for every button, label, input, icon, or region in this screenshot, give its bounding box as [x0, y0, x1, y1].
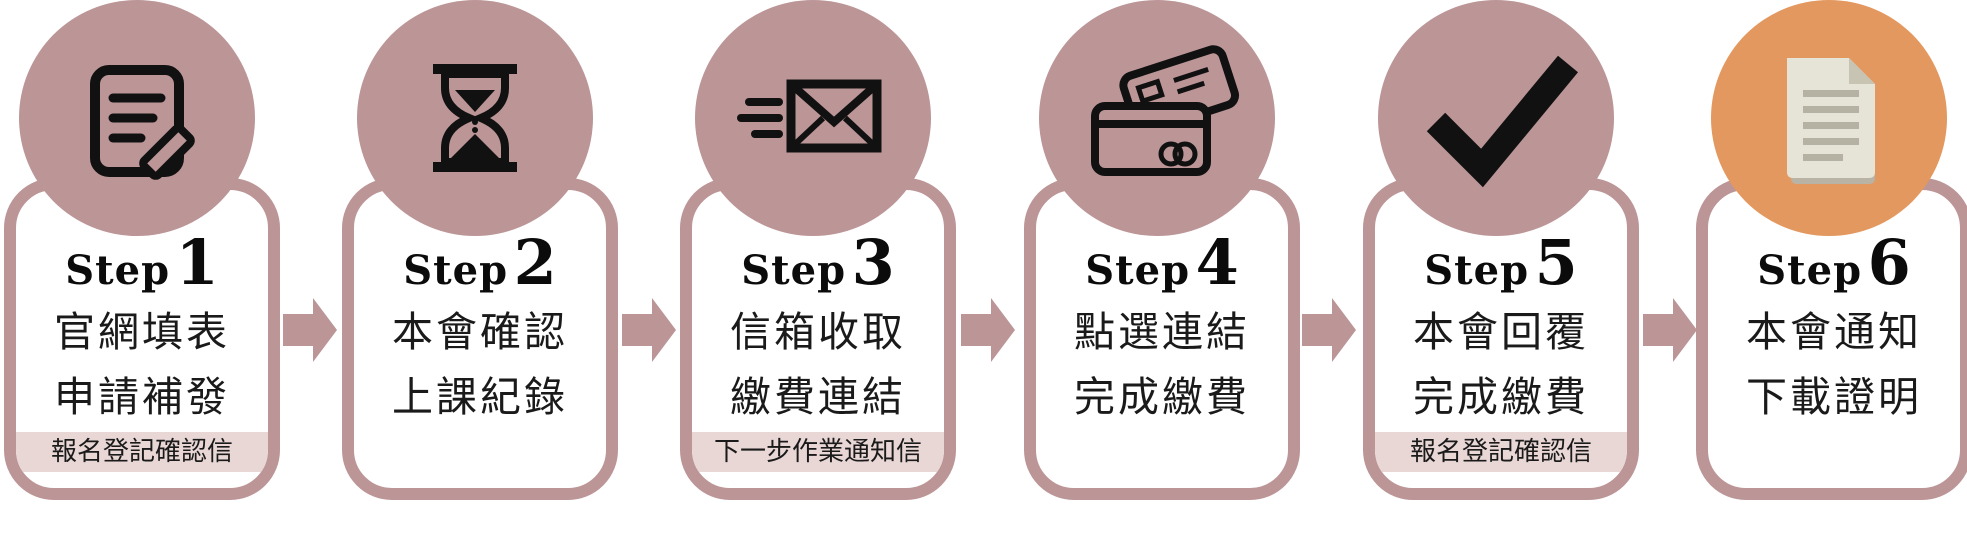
- step-icon-circle: [19, 0, 255, 236]
- arrow-right-icon: [1302, 298, 1356, 362]
- form-pencil-icon: [90, 65, 195, 180]
- step-note: 報名登記確認信: [16, 432, 268, 472]
- step-line-1: 信箱收取: [730, 308, 906, 356]
- document-icon: [1787, 58, 1875, 184]
- step-4: Step 4 點選連結 完成繳費: [1024, 0, 1300, 500]
- step-line-1: 本會通知: [1746, 308, 1922, 356]
- step-icon-circle: [1039, 0, 1275, 236]
- hourglass-icon: [433, 64, 517, 172]
- step-card: 報名登記確認信: [1363, 178, 1639, 500]
- step-line-2: 上課紀錄: [392, 373, 568, 421]
- arrow-right-icon: [1643, 298, 1697, 362]
- checkmark-icon: [1426, 55, 1579, 188]
- step-icon-circle: [695, 0, 931, 236]
- step-line-1: 官網填表: [54, 308, 230, 356]
- step-line-1: 本會確認: [392, 308, 568, 356]
- step-icon-circle: [357, 0, 593, 236]
- credit-card-icon: [1091, 45, 1240, 176]
- step-line-2: 完成繳費: [1413, 373, 1589, 421]
- step-line-2: 完成繳費: [1074, 373, 1250, 421]
- step-line-2: 申請補發: [54, 373, 230, 421]
- step-icon-circle: [1711, 0, 1947, 236]
- step-title: Step 2: [403, 226, 557, 299]
- step-title: Step 4: [1085, 226, 1239, 299]
- step-note: 下一步作業通知信: [692, 432, 944, 472]
- step-line-2: 下載證明: [1746, 373, 1922, 421]
- envelope-icon: [737, 79, 882, 153]
- step-6: Step 6 本會通知 下載證明: [1696, 0, 1967, 500]
- step-3: 下一步作業通知信 Step 3 信箱收取 繳費連結: [680, 0, 956, 500]
- step-title: Step 6: [1757, 226, 1911, 299]
- step-title: Step 5: [1424, 226, 1578, 299]
- step-note: 報名登記確認信: [1375, 432, 1627, 472]
- arrow-right-icon: [283, 298, 337, 362]
- step-line-1: 點選連結: [1074, 308, 1250, 356]
- step-1: 報名登記確認信 Step 1 官網填表 申請補發: [4, 0, 280, 500]
- step-line-1: 本會回覆: [1413, 308, 1589, 356]
- step-title: Step 1: [65, 226, 219, 299]
- arrow-right-icon: [622, 298, 676, 362]
- step-title: Step 3: [741, 226, 895, 299]
- step-line-2: 繳費連結: [730, 373, 906, 421]
- step-2: Step 2 本會確認 上課紀錄: [342, 0, 618, 500]
- step-icon-circle: [1378, 0, 1614, 236]
- step-5: 報名登記確認信 Step 5 本會回覆 完成繳費: [1363, 0, 1639, 500]
- arrow-right-icon: [961, 298, 1015, 362]
- step-card: 下一步作業通知信: [680, 178, 956, 500]
